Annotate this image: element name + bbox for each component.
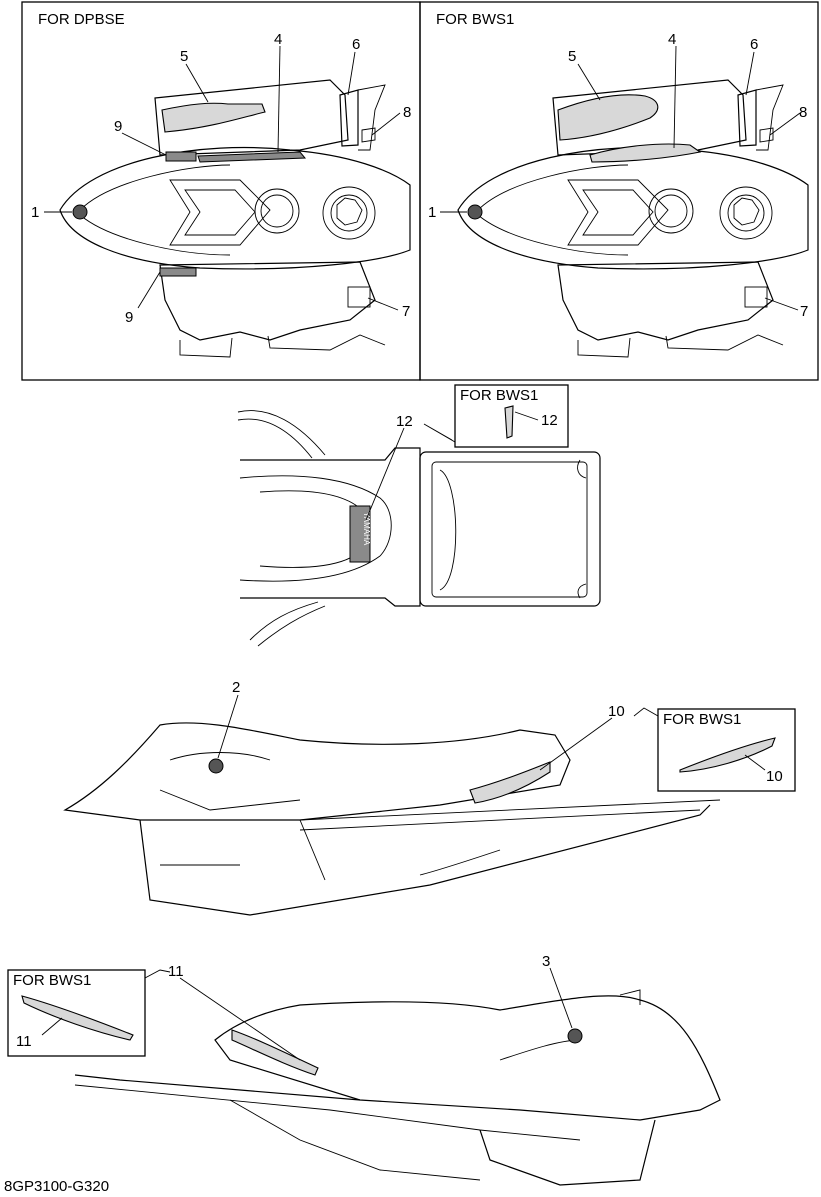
callouts-bws1: 5 4 6 8 1 7 [428,31,808,320]
panel-dpbse-title: FOR DPBSE [38,11,125,28]
decal-5-bws1 [557,94,659,141]
decal-5-dpbse [161,102,266,133]
top-view-dpbse [59,79,411,358]
decal-4-bws1 [589,143,702,163]
top-view-bws1 [457,79,809,358]
decal-9-lower-dpbse [159,267,197,277]
callout-4-dpbse: 4 [274,31,282,48]
decal-11-inset [21,995,134,1041]
yamaha-deck-text: YAMAHA [362,512,371,546]
callout-12-inset: 12 [541,412,558,429]
callout-6-bws1: 6 [750,36,758,53]
callout-8-bws1: 8 [799,104,807,121]
callout-9-upper-dpbse: 9 [114,118,122,135]
inset-11-frame [7,969,146,1057]
callout-4-bws1: 4 [668,31,676,48]
decal-12-inset [504,405,514,439]
callout-12-deck: 12 [396,413,413,430]
callout-9-lower-dpbse: 9 [125,309,133,326]
panel-dpbse-frame [21,1,421,381]
deck-top-view: YAMAHA [237,410,601,647]
callout-2-side: 2 [232,679,240,696]
emblem-1-bws1 [467,204,483,220]
callout-10-side: 10 [608,703,625,720]
inset-11-title: FOR BWS1 [13,972,91,989]
callout-1-dpbse: 1 [31,204,39,221]
side-view-port: 3 11 [74,953,721,1186]
inset-11: FOR BWS1 11 [7,969,171,1057]
panel-bws1-title: FOR BWS1 [436,11,514,28]
diagram-code: 8GP3100-G320 [4,1178,110,1195]
decal-11-side [231,1029,319,1076]
callout-8-dpbse: 8 [403,104,411,121]
decal-10-side [469,761,551,804]
callouts-dpbse: 5 4 6 8 9 1 9 7 [31,31,411,326]
emblem-3-side [567,1028,583,1044]
callout-5-bws1: 5 [568,48,576,65]
callout-1-bws1: 1 [428,204,436,221]
callout-11-inset: 11 [16,1033,32,1050]
callout-7-dpbse: 7 [402,303,410,320]
inset-10: FOR BWS1 10 [633,707,796,792]
decal-12-deck [349,505,371,563]
inset-12-frame [454,384,569,448]
inset-12-title: FOR BWS1 [460,387,538,404]
callout-11-side: 11 [168,963,184,980]
side-view-starboard: 2 10 [63,679,721,916]
emblem-2-side [208,758,224,774]
decal-10-inset [679,737,776,773]
callout-7-bws1: 7 [800,303,808,320]
panel-bws1-frame [419,1,819,381]
callout-10-inset: 10 [766,768,783,785]
emblem-1-dpbse [72,204,88,220]
inset-12: FOR BWS1 12 [423,384,569,448]
inset-10-title: FOR BWS1 [663,711,741,728]
callout-3-side: 3 [542,953,550,970]
callout-5-dpbse: 5 [180,48,188,65]
decal-9-upper-dpbse [165,151,197,162]
inset-10-frame [657,708,796,792]
callout-6-dpbse: 6 [352,36,360,53]
decal-4-dpbse [197,151,307,163]
